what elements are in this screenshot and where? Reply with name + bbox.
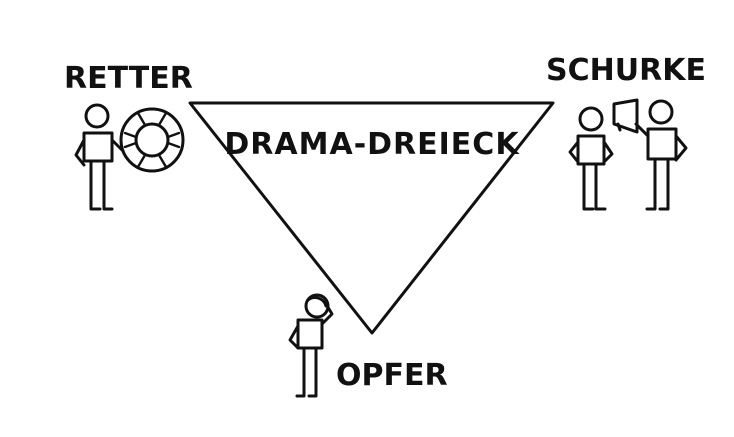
label-victim: OPFER	[336, 358, 448, 393]
victim-figure	[288, 293, 334, 398]
rescuer-figure	[74, 103, 124, 211]
lifebuoy-icon	[119, 107, 185, 173]
triangle-title: DRAMA-DREIECK	[224, 127, 520, 162]
megaphone-icon	[612, 98, 639, 134]
listener-figure	[568, 106, 614, 211]
triangle-outline	[188, 101, 555, 335]
label-rescuer: RETTER	[64, 61, 193, 96]
villain-figure	[634, 99, 688, 211]
label-villain: SCHURKE	[546, 53, 706, 88]
